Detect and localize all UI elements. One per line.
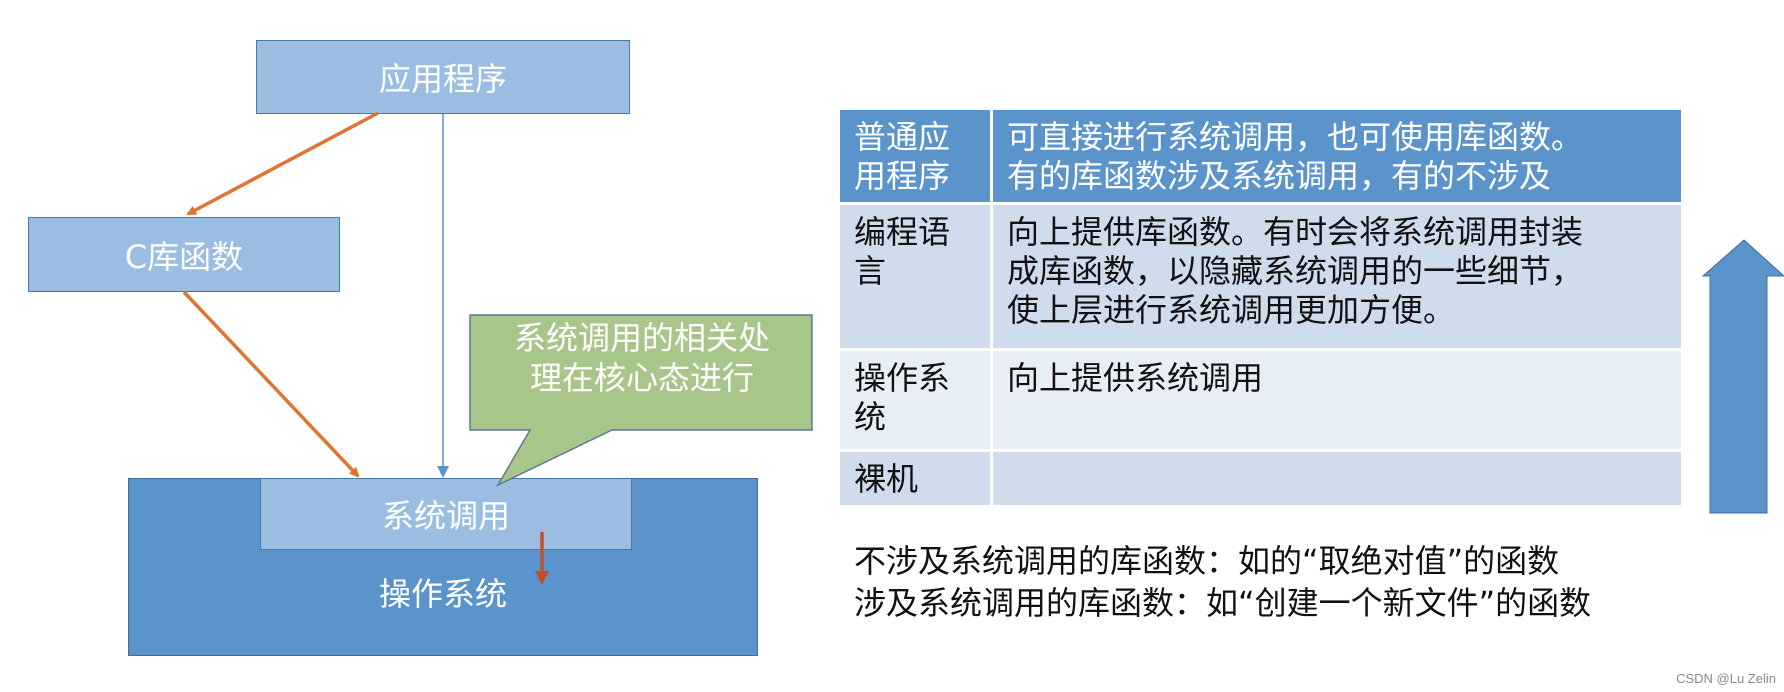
- table-cell-desc: [993, 452, 1684, 508]
- desc-line: 向上提供库函数。有时会将系统调用封装: [1007, 213, 1584, 251]
- desc-line: 成库函数，以隐藏系统调用的一些细节，: [1007, 252, 1584, 290]
- note-line-2: 涉及系统调用的库函数：如“创建一个新文件”的函数: [854, 584, 1592, 622]
- system-call-label: 系统调用: [381, 497, 510, 535]
- desc-line: 可直接进行系统调用，也可使用库函数。: [1007, 118, 1584, 156]
- table-cell-label: 普通应用程序: [840, 110, 993, 205]
- watermark: CSDN @Lu Zelin: [1676, 671, 1776, 686]
- table-cell-label: 裸机: [840, 452, 993, 508]
- c-library-label: C库函数: [124, 237, 244, 276]
- desc-line: 使上层进行系统调用更加方便。: [1007, 291, 1456, 329]
- callout-text: 系统调用的相关处 理在核心态进行: [472, 318, 812, 398]
- callout-bubble: [469, 314, 813, 487]
- table-cell-desc: 向上提供系统调用: [993, 351, 1684, 452]
- desc-line: 向上提供系统调用: [1007, 359, 1264, 397]
- table-row-language: 编程语言 向上提供库函数。有时会将系统调用封装 成库函数，以隐藏系统调用的一些细…: [840, 205, 1684, 351]
- table-cell-label: 操作系统: [840, 351, 993, 452]
- table-row-os: 操作系统 向上提供系统调用: [840, 351, 1684, 452]
- layers-table: 普通应用程序 可直接进行系统调用，也可使用库函数。 有的库函数涉及系统调用，有的…: [840, 110, 1684, 508]
- application-box: 应用程序: [256, 40, 630, 114]
- operating-system-label: 操作系统: [378, 575, 507, 613]
- callout-line-1: 系统调用的相关处: [513, 319, 770, 357]
- c-library-box: C库函数: [28, 217, 340, 292]
- table-row-bare-metal: 裸机: [840, 452, 1684, 508]
- notes: 不涉及系统调用的库函数：如的“取绝对值”的函数 涉及系统调用的库函数：如“创建一…: [854, 540, 1591, 624]
- table-cell-desc: 可直接进行系统调用，也可使用库函数。 有的库函数涉及系统调用，有的不涉及: [993, 110, 1684, 205]
- table-row-application: 普通应用程序 可直接进行系统调用，也可使用库函数。 有的库函数涉及系统调用，有的…: [840, 110, 1684, 205]
- up-arrow-icon: [1701, 239, 1784, 514]
- arrow-app-to-clib: [186, 111, 379, 216]
- arrow-clib-to-syscall: [182, 290, 360, 478]
- application-label: 应用程序: [378, 60, 507, 98]
- table-cell-label: 编程语言: [840, 205, 993, 351]
- callout-line-2: 理在核心态进行: [529, 359, 754, 397]
- desc-line: 有的库函数涉及系统调用，有的不涉及: [1007, 157, 1552, 195]
- table-cell-desc: 向上提供库函数。有时会将系统调用封装 成库函数，以隐藏系统调用的一些细节， 使上…: [993, 205, 1684, 351]
- note-line-1: 不涉及系统调用的库函数：如的“取绝对值”的函数: [854, 542, 1560, 580]
- system-call-box: 系统调用: [260, 478, 632, 550]
